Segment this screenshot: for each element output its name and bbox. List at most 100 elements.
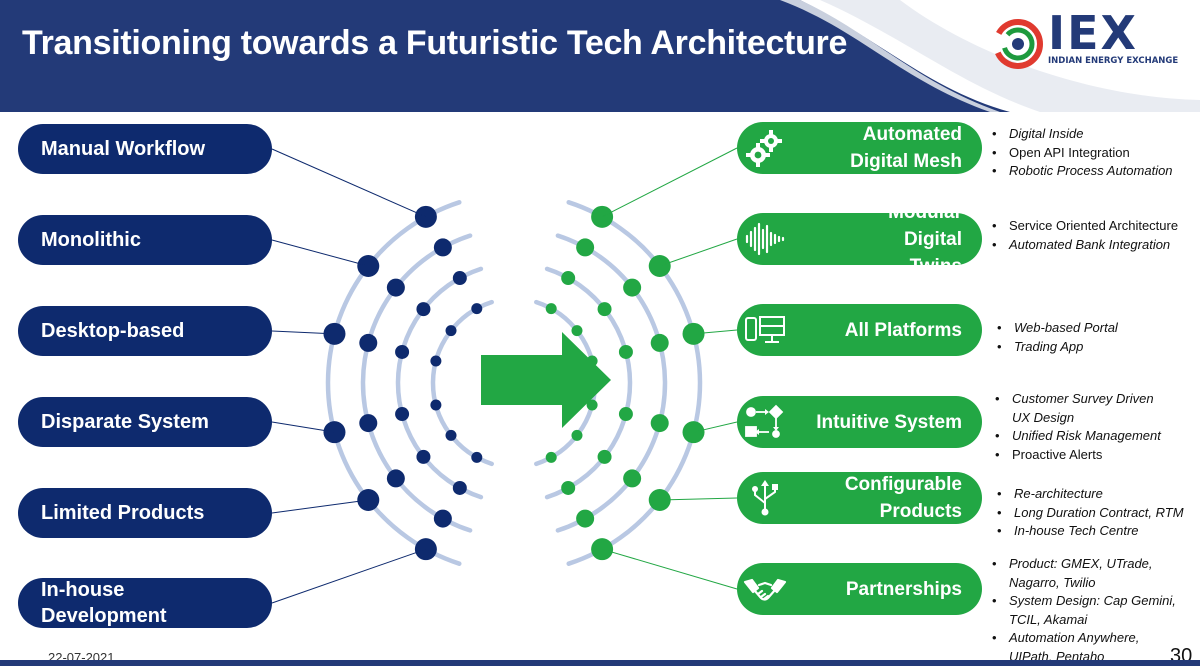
left-dot [471, 303, 483, 315]
right-arc [544, 266, 633, 500]
page-title: Transitioning towards a Futuristic Tech … [22, 24, 848, 62]
bullets-automated-digital-mesh: Digital Inside Open API Integration Robo… [990, 125, 1173, 181]
bullet-item: Long Duration Contract, RTM [995, 504, 1184, 523]
left-dot [452, 480, 467, 495]
right-dot [561, 271, 576, 286]
handshake-icon [743, 578, 787, 601]
right-dot [576, 238, 595, 257]
right-dot [597, 449, 612, 464]
iex-logo-icon [993, 19, 1043, 69]
right-item-intuitive-system: Intuitive System [737, 396, 982, 448]
right-connector-line [693, 421, 738, 433]
right-item-modular-digital-twins: Modular Digital Twins [737, 201, 982, 277]
gears-icon [746, 130, 782, 167]
left-dot [386, 469, 405, 488]
right-dot [545, 451, 557, 463]
left-item-manual-workflow: Manual Workflow [18, 124, 272, 174]
left-connector-line [271, 330, 335, 335]
right-dot [545, 303, 557, 315]
left-dot [359, 414, 378, 433]
left-item-desktop-based: Desktop-based [18, 306, 272, 356]
right-item-label: Modular Digital Twins [888, 201, 962, 277]
left-item-label: Desktop-based [41, 320, 185, 342]
right-item-automated-digital-mesh: Automated Digital Mesh [737, 122, 982, 174]
bullet-item: Re-architecture [995, 485, 1184, 504]
right-dot [623, 469, 642, 488]
left-item-label: Monolithic [41, 229, 141, 251]
footer-bar [0, 660, 1200, 666]
bullet-item: Unified Risk Management [993, 427, 1172, 446]
bullet-item: Proactive Alerts [993, 446, 1172, 465]
bullets-configurable-products: Re-architecture Long Duration Contract, … [995, 485, 1184, 541]
right-item-label: Partnerships [845, 578, 962, 600]
left-connector-line [271, 548, 427, 604]
left-dot [395, 407, 410, 422]
left-dot [395, 344, 410, 359]
right-dot [623, 278, 642, 297]
bullet-item: Robotic Process Automation [990, 162, 1173, 181]
right-arc [555, 233, 668, 533]
left-dot [430, 355, 442, 367]
right-connector-line [693, 329, 738, 335]
right-item-label: Intuitive System [816, 411, 962, 433]
bullet-item: System Design: Cap Gemini, TCIL, Akamai [990, 592, 1184, 629]
bullets-all-platforms: Web-based Portal Trading App [995, 319, 1118, 356]
left-dot [452, 271, 467, 286]
right-dot [571, 429, 583, 441]
right-connector-line [659, 238, 738, 267]
bullet-item: Product: GMEX, UTrade, Nagarro, Twilio [990, 555, 1184, 592]
bullet-item: Open API Integration [990, 144, 1173, 163]
flowchart-icon [745, 404, 784, 438]
bullet-item: Web-based Portal [995, 319, 1118, 338]
right-item-label: Configurable Products [844, 474, 962, 522]
left-arc [430, 299, 494, 467]
right-dot [586, 399, 598, 411]
logo-subtitle: INDIAN ENERGY EXCHANGE [1048, 56, 1179, 66]
left-item-in-house-development: In-house Development [18, 578, 272, 628]
left-dot [416, 449, 431, 464]
bullet-item: Automated Bank Integration [990, 236, 1178, 255]
right-dot [576, 509, 595, 528]
left-dot [445, 429, 457, 441]
transition-arrow-icon [481, 332, 611, 428]
bullet-item: In-house Tech Centre [995, 522, 1184, 541]
left-item-label: Manual Workflow [41, 138, 206, 160]
left-arc [325, 200, 462, 566]
left-dot [359, 333, 378, 352]
left-item-label: Limited Products [41, 502, 205, 524]
right-item-partnerships: Partnerships [737, 563, 982, 615]
right-dot [618, 407, 633, 422]
logo-wordmark: IEX [1048, 6, 1139, 60]
devices-icon [745, 316, 785, 343]
right-item-configurable-products: Configurable Products [737, 472, 982, 524]
right-item-label: Automated Digital Mesh [850, 124, 962, 172]
left-dot [433, 238, 452, 257]
left-dot [433, 509, 452, 528]
left-arc [360, 233, 473, 533]
bullet-item: Customer Survey Driven UX Design [993, 390, 1172, 427]
left-dot [445, 325, 457, 337]
bullets-intuitive-system: Customer Survey Driven UX Design Unified… [993, 390, 1172, 464]
right-connector-line [659, 497, 738, 501]
right-connector-line [601, 548, 738, 590]
left-connector-line [271, 421, 335, 433]
right-dot [571, 325, 583, 337]
left-connector-line [271, 148, 427, 218]
usb-icon [752, 480, 778, 516]
right-item-label: All Platforms [844, 319, 962, 341]
left-connector-line [271, 239, 369, 267]
right-dot [618, 344, 633, 359]
right-dot [650, 333, 669, 352]
left-arc [395, 266, 484, 500]
bullets-modular-digital-twins: Service Oriented Architecture Automated … [990, 217, 1178, 254]
left-connector-line [271, 499, 369, 514]
right-dot [650, 414, 669, 433]
bullet-item: Digital Inside [990, 125, 1173, 144]
left-item-monolithic: Monolithic [18, 215, 272, 265]
bullets-partnerships: Product: GMEX, UTrade, Nagarro, Twilio S… [990, 555, 1184, 666]
left-item-disparate-system: Disparate System [18, 397, 272, 447]
soundwave-icon [745, 222, 785, 256]
left-dot [471, 451, 483, 463]
